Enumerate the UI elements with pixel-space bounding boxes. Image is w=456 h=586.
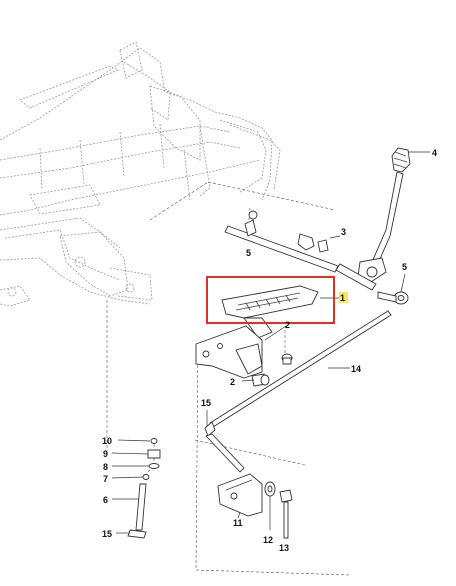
- pedal-bracket: [195, 325, 263, 379]
- callout-1: 1: [340, 293, 345, 303]
- bolt-lower: [251, 373, 270, 387]
- callout-8: 8: [103, 462, 108, 472]
- leader-lines: [111, 151, 430, 534]
- callout-2a: 2: [285, 320, 290, 330]
- callout-15a: 15: [201, 398, 211, 408]
- bushing-right: [377, 291, 409, 305]
- callout-4: 4: [432, 148, 437, 158]
- tractor-frame: [0, 41, 281, 307]
- callout-12: 12: [263, 535, 273, 545]
- highlight-box: [206, 276, 335, 324]
- shift-lever: [335, 147, 411, 291]
- callout-6: 6: [103, 495, 108, 505]
- callout-5a: 5: [246, 248, 251, 258]
- callout-15b: 15: [102, 529, 112, 539]
- control-rod: [224, 210, 339, 273]
- bolt-13: [279, 489, 293, 539]
- highlight-label-background: [339, 292, 348, 303]
- callout-labels: 1 2 2 3 4 5 5 6 7 8 9 10 11 12 13 14 15 …: [102, 148, 437, 553]
- callout-9: 9: [103, 449, 108, 459]
- small-parts-stack: [127, 438, 161, 539]
- callout-2b: 2: [230, 377, 235, 387]
- callout-14: 14: [351, 364, 361, 374]
- lower-bracket: [217, 473, 263, 517]
- callout-10: 10: [102, 436, 112, 446]
- callout-5b: 5: [402, 262, 407, 272]
- bolt-upper: [281, 353, 293, 365]
- washer-12: [264, 481, 276, 530]
- callout-3: 3: [341, 227, 346, 237]
- long-rod: [204, 310, 392, 473]
- callout-13: 13: [279, 543, 289, 553]
- callout-7: 7: [103, 474, 108, 484]
- assembly-guides: [106, 181, 351, 576]
- callout-11: 11: [233, 518, 243, 528]
